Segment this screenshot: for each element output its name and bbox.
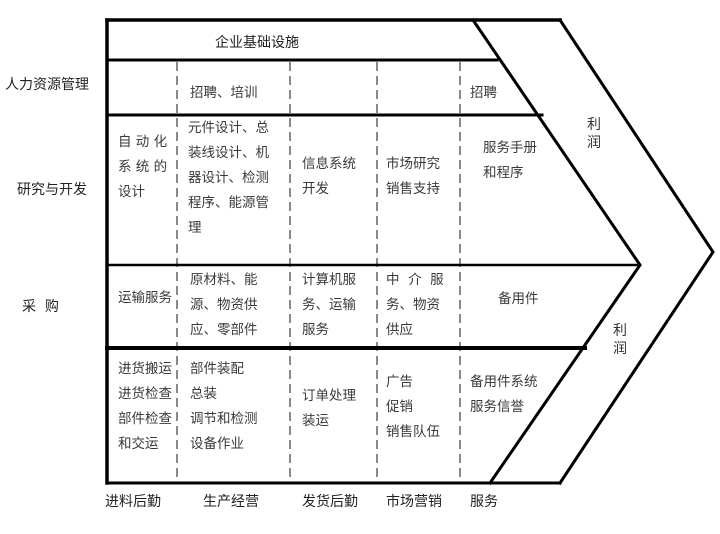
cell-line: 开发 [302, 181, 329, 197]
column-dividers [176, 62, 461, 483]
cell-line: 装运 [302, 413, 329, 429]
col-label-service: 服务 [470, 494, 498, 510]
cell-line: 市场研究 [386, 156, 440, 172]
cell-line: 程序、能源管 [188, 195, 269, 211]
cell-line: 备用件 [498, 291, 539, 307]
cell-line: 进货搬运 [118, 361, 172, 377]
cell-hr-production: 招聘、培训 [190, 81, 258, 106]
margin-char: 润 [613, 341, 627, 357]
cell-primary-inbound: 进货搬运 进货检查 部件检查 和交运 [118, 357, 172, 457]
cell-primary-production: 部件装配 总装 调节和检测 设备作业 [190, 357, 258, 457]
cell-line: 备用件系统 [470, 374, 538, 390]
col-label-inbound-logistics: 进料后勤 [105, 494, 161, 510]
cell-line: 销售支持 [386, 181, 440, 197]
cell-procurement-inbound: 运输服务 [118, 286, 172, 311]
cell-line: 订单处理 [302, 388, 356, 404]
firm-infrastructure-label: 企业基础设施 [215, 35, 299, 51]
margin-label-upper: 利 润 [586, 116, 602, 152]
cell-rd-outbound: 信息系统 开发 [302, 152, 356, 202]
cell-line: 招聘 [470, 85, 497, 101]
cell-line: 务、物资 [386, 297, 440, 313]
cell-line: 调节和检测 [190, 411, 258, 427]
cell-primary-outbound: 订单处理 装运 [302, 384, 356, 434]
cell-line: 理 [188, 220, 202, 236]
cell-line: 系 统 的 [118, 159, 168, 175]
cell-line: 装线设计、机 [188, 145, 269, 161]
cell-line: 部件检查 [118, 411, 172, 427]
margin-char: 润 [587, 135, 601, 151]
cell-line: 中 介 服 [386, 272, 444, 288]
col-label-operations: 生产经营 [203, 494, 259, 510]
cell-primary-marketing: 广告 促销 销售队伍 [386, 370, 440, 445]
cell-line: 销售队伍 [386, 424, 440, 440]
cell-line: 供应 [386, 322, 413, 338]
cell-line: 运输服务 [118, 290, 172, 306]
cell-line: 广告 [386, 374, 413, 390]
row-label-procurement: 采 购 [22, 299, 59, 315]
cell-line: 服务 [302, 322, 329, 338]
margin-label-lower: 利 润 [612, 322, 628, 358]
cell-line: 应、零部件 [190, 322, 258, 338]
cell-procurement-production: 原材料、能 源、物资供 应、零部件 [190, 268, 258, 343]
cell-procurement-outbound: 计算机服 务、运输 服务 [302, 268, 356, 343]
col-label-outbound-logistics: 发货后勤 [302, 494, 358, 510]
margin-char: 利 [613, 323, 627, 339]
cell-procurement-service: 备用件 [498, 287, 539, 312]
cell-line: 进货检查 [118, 386, 172, 402]
cell-primary-service: 备用件系统 服务信誉 [470, 370, 538, 420]
cell-line: 服务手册 [483, 140, 537, 156]
cell-line: 和交运 [118, 436, 159, 452]
cell-line: 原材料、能 [190, 272, 258, 288]
cell-line: 元件设计、总 [188, 120, 269, 136]
row-label-rd: 研究与开发 [17, 182, 87, 198]
cell-line: 源、物资供 [190, 297, 258, 313]
cell-line: 信息系统 [302, 156, 356, 172]
cell-line: 设计 [118, 184, 145, 200]
col-label-marketing-sales: 市场营销 [386, 494, 442, 510]
cell-hr-service: 招聘 [470, 81, 497, 106]
cell-line: 和程序 [483, 165, 524, 181]
cell-line: 总装 [190, 386, 217, 402]
margin-char: 利 [587, 117, 601, 133]
cell-line: 计算机服 [302, 272, 356, 288]
cell-line: 器设计、检测 [188, 170, 269, 186]
cell-rd-production: 元件设计、总 装线设计、机 器设计、检测 程序、能源管 理 [188, 116, 269, 241]
cell-line: 部件装配 [190, 361, 244, 377]
cell-line: 务、运输 [302, 297, 356, 313]
cell-line: 设备作业 [190, 436, 244, 452]
cell-line: 服务信誉 [470, 399, 524, 415]
row-label-hr: 人力资源管理 [5, 77, 89, 93]
cell-line: 招聘、培训 [190, 85, 258, 101]
cell-rd-marketing: 市场研究 销售支持 [386, 152, 440, 202]
cell-procurement-marketing: 中 介 服 务、物资 供应 [386, 268, 444, 343]
cell-line: 自 动 化 [118, 134, 168, 150]
cell-rd-service: 服务手册 和程序 [483, 136, 537, 186]
cell-line: 促销 [386, 399, 413, 415]
cell-rd-inbound: 自 动 化 系 统 的 设计 [118, 130, 167, 205]
